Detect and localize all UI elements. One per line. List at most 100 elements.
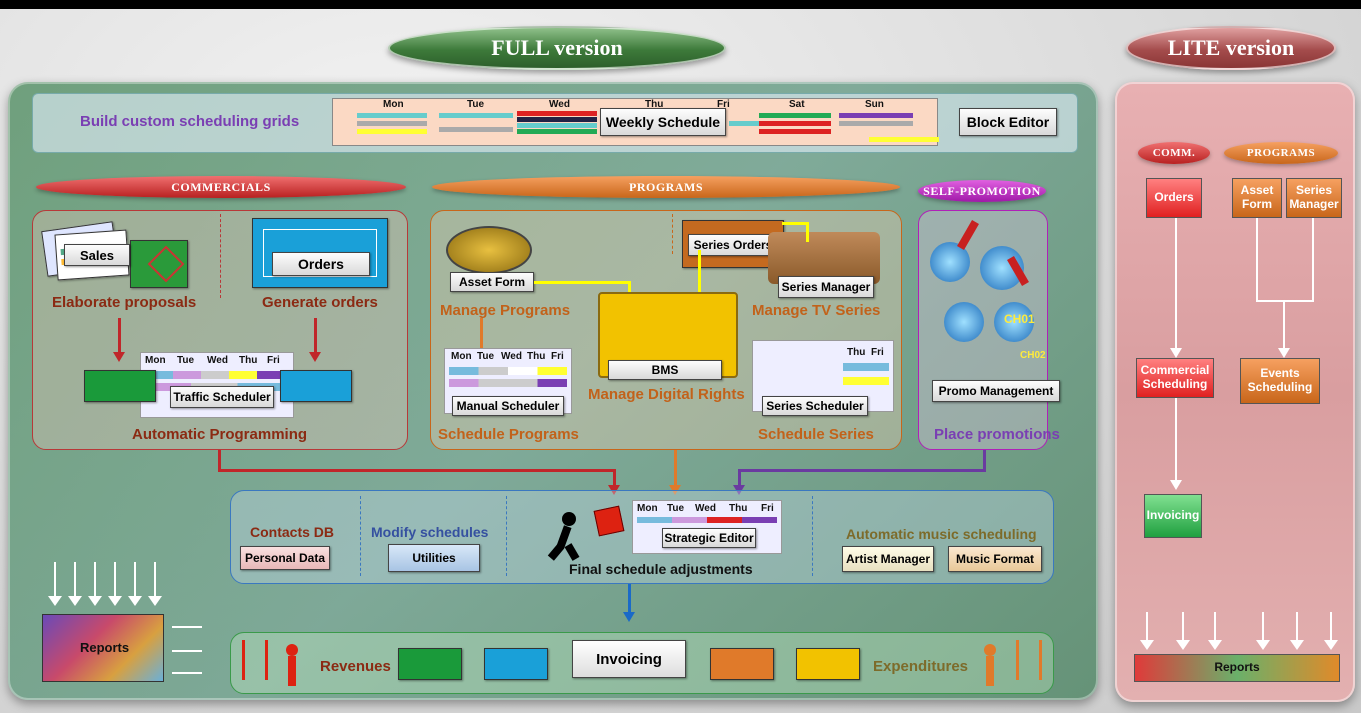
day-label: Mon	[145, 355, 166, 366]
lite-connector	[1256, 218, 1258, 300]
day-label: Thu	[847, 347, 866, 358]
lite-connector	[1283, 300, 1285, 350]
lite-orders-button[interactable]: Orders	[1146, 178, 1202, 218]
invoicing-button[interactable]: Invoicing	[572, 640, 686, 678]
series-scheduler-button[interactable]: Series Scheduler	[762, 396, 868, 416]
contacts-db-label: Contacts DB	[250, 524, 335, 540]
traffic-scheduler-button[interactable]: Traffic Scheduler	[170, 386, 274, 408]
purple-connector	[983, 450, 986, 472]
lite-commercial-scheduling-button[interactable]: Commercial Scheduling	[1136, 358, 1214, 398]
automatic-music-label: Automatic music scheduling	[846, 526, 1037, 542]
utilities-button[interactable]: Utilities	[388, 544, 480, 572]
divider	[672, 214, 673, 254]
elaborate-proposals-label: Elaborate proposals	[52, 294, 197, 311]
orders-button[interactable]: Orders	[272, 252, 370, 276]
day-label: Wed	[695, 503, 716, 514]
self-promotion-banner: SELF-PROMOTION	[918, 180, 1046, 202]
orange-arrow	[480, 318, 483, 356]
sales-button[interactable]: Sales	[64, 244, 130, 266]
lite-reports-box: Reports	[1134, 654, 1340, 682]
audience-icon	[768, 232, 880, 284]
red-card-icon	[593, 505, 625, 537]
artist-manager-button[interactable]: Artist Manager	[842, 546, 934, 572]
day-label: Mon	[383, 99, 404, 110]
series-manager-button[interactable]: Series Manager	[778, 276, 874, 298]
green-order-icon	[398, 648, 462, 680]
day-label: Thu	[239, 355, 258, 366]
automatic-programming-label: Automatic Programming	[132, 426, 308, 443]
orange-order-icon	[710, 648, 774, 680]
block-editor-button[interactable]: Block Editor	[959, 108, 1057, 136]
schedule-series-label: Schedule Series	[758, 426, 874, 443]
ch02-label: CH02	[1020, 350, 1046, 361]
revenues-icon	[242, 640, 268, 680]
lite-series-manager-button[interactable]: Series Manager	[1286, 178, 1342, 218]
day-label: Tue	[667, 503, 685, 514]
arrow-down	[118, 318, 121, 354]
green-orders-stack-icon	[84, 370, 156, 402]
manage-tv-series-label: Manage TV Series	[752, 302, 881, 319]
blue-order-icon	[484, 648, 548, 680]
music-format-button[interactable]: Music Format	[948, 546, 1042, 572]
red-connector	[218, 469, 616, 472]
commercials-banner: COMMERCIALS	[36, 176, 406, 198]
runner-icon	[547, 512, 586, 561]
blue-connector	[628, 584, 631, 614]
strategic-editor-button[interactable]: Strategic Editor	[662, 528, 756, 548]
bms-button[interactable]: BMS	[608, 360, 722, 380]
series-orders-button[interactable]: Series Orders	[688, 234, 778, 256]
asset-form-button[interactable]: Asset Form	[450, 272, 534, 292]
day-label: Thu	[527, 351, 546, 362]
schedule-programs-label: Schedule Programs	[438, 426, 579, 443]
blue-orders-stack-icon	[280, 370, 352, 402]
red-connector	[218, 450, 221, 472]
day-label: Fri	[717, 99, 730, 110]
lite-programs-banner: PROGRAMS	[1224, 142, 1338, 164]
divider	[220, 214, 221, 298]
modify-schedules-label: Modify schedules	[371, 524, 489, 540]
day-label: Sun	[865, 99, 884, 110]
personal-data-button[interactable]: Personal Data	[240, 546, 330, 570]
yellow-order-icon	[796, 648, 860, 680]
arrow-line	[534, 281, 630, 284]
final-adjustments-label: Final schedule adjustments	[569, 561, 753, 577]
expenditures-icon	[1016, 640, 1042, 680]
person-money-icon	[968, 634, 1010, 686]
purple-connector	[738, 469, 741, 487]
day-label: Fri	[551, 351, 564, 362]
lite-connector	[1175, 218, 1177, 350]
day-label: Wed	[501, 351, 522, 362]
red-connector	[613, 469, 616, 487]
day-label: Tue	[467, 99, 485, 110]
expenditures-label: Expenditures	[873, 658, 969, 675]
contract-icon	[130, 240, 188, 288]
manual-scheduler-button[interactable]: Manual Scheduler	[452, 396, 564, 416]
programs-banner: PROGRAMS	[432, 176, 900, 198]
divider	[360, 496, 361, 576]
manage-digital-rights-label: Manage Digital Rights	[588, 386, 745, 403]
lite-asset-form-button[interactable]: Asset Form	[1232, 178, 1282, 218]
reports-box	[42, 614, 164, 682]
day-label: Fri	[267, 355, 280, 366]
lite-events-scheduling-button[interactable]: Events Scheduling	[1240, 358, 1320, 404]
full-version-title: FULL version	[388, 26, 726, 70]
place-promotions-label: Place promotions	[934, 426, 1060, 443]
lite-connector	[1175, 398, 1177, 482]
strategic-grid-preview: Mon Tue Wed Thu Fri	[632, 500, 782, 554]
weekly-schedule-button[interactable]: Weekly Schedule	[600, 108, 726, 136]
lite-connector	[1256, 300, 1314, 302]
orange-connector	[674, 450, 677, 488]
lite-comm-banner: COMM.	[1138, 142, 1210, 164]
build-grids-label: Build custom scheduling grids	[80, 113, 300, 130]
divider	[812, 496, 813, 576]
day-label: Thu	[729, 503, 748, 514]
film-reel-icon	[446, 226, 532, 274]
reports-label: Reports	[80, 640, 130, 655]
ch01-label: CH01	[1004, 312, 1035, 326]
promo-management-button[interactable]: Promo Management	[932, 380, 1060, 402]
day-label: Tue	[177, 355, 195, 366]
person-money-icon	[270, 634, 312, 686]
lite-invoicing-button[interactable]: Invoicing	[1144, 494, 1202, 538]
lite-connector	[1312, 218, 1314, 300]
arrow-down	[314, 318, 317, 354]
